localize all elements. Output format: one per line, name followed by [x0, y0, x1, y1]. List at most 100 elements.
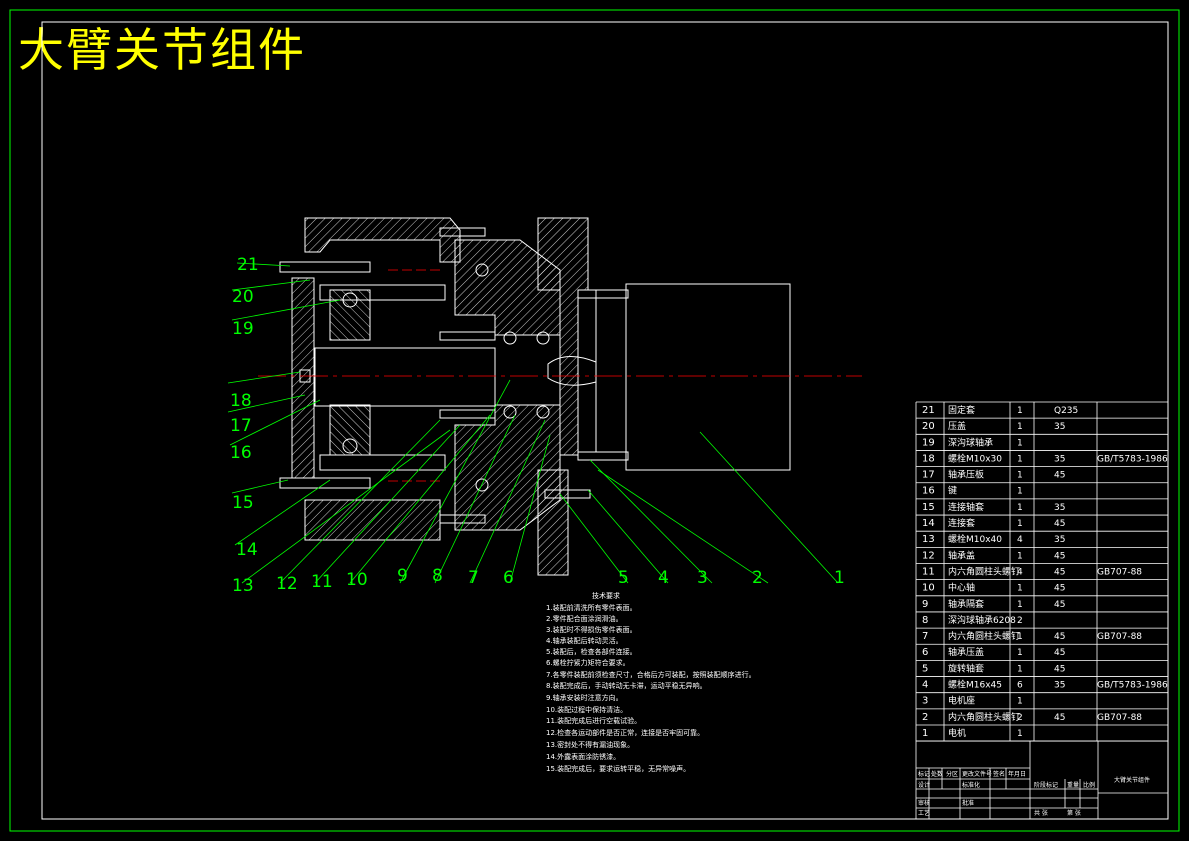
part-label: 15 — [232, 493, 254, 513]
bom-material: 45 — [1054, 567, 1065, 577]
bom-material: 45 — [1054, 519, 1065, 529]
bom-qty: 1 — [1017, 632, 1023, 642]
bom-name: 轴承盖 — [948, 549, 975, 561]
bom-material: 35 — [1054, 503, 1065, 513]
bom-qty: 2 — [1017, 713, 1023, 723]
note-item: 14.外露表面涂防锈漆。 — [546, 752, 620, 761]
bom-name: 中心轴 — [948, 582, 975, 594]
bom-qty: 1 — [1017, 503, 1023, 513]
bom-name: 轴承隔套 — [948, 598, 984, 610]
bom-qty: 1 — [1017, 438, 1023, 448]
bom-material: 35 — [1054, 422, 1065, 432]
bom-number: 13 — [922, 534, 935, 545]
bom-qty: 1 — [1017, 664, 1023, 674]
bom-qty: 1 — [1017, 584, 1023, 594]
bom-number: 12 — [922, 550, 935, 561]
part-label: 14 — [236, 540, 258, 560]
bom-qty: 1 — [1017, 697, 1023, 707]
part-label: 17 — [230, 416, 252, 436]
technical-notes: 技术要求 1.装配前清洗所有零件表面。 2.零件配合面涂润滑油。 3.装配时不得… — [546, 591, 756, 773]
note-item: 10.装配过程中保持清洁。 — [546, 705, 627, 714]
part-label: 20 — [232, 287, 254, 307]
part-label: 6 — [503, 568, 514, 588]
part-label: 16 — [230, 443, 252, 463]
part-label: 1 — [834, 568, 845, 588]
drawing-title: 大臂关节组件 — [18, 23, 306, 77]
bom-material: 45 — [1054, 648, 1065, 658]
note-item: 5.装配后，检查各部件连接。 — [546, 647, 637, 656]
title-block-name: 大臂关节组件 — [1114, 776, 1150, 784]
bom-material: 45 — [1054, 664, 1065, 674]
bom-name: 压盖 — [948, 420, 966, 432]
bom-number: 20 — [922, 421, 935, 432]
bom-standard: GB707-88 — [1097, 713, 1142, 723]
bom-qty: 1 — [1017, 406, 1023, 416]
bom-qty: 1 — [1017, 551, 1023, 561]
bom-name: 螺栓M10x40 — [948, 533, 1002, 545]
bom-number: 11 — [922, 566, 935, 577]
part-label: 2 — [752, 568, 763, 588]
part-label: 9 — [397, 566, 408, 586]
bom-number: 19 — [922, 437, 935, 448]
note-item: 1.装配前清洗所有零件表面。 — [546, 603, 637, 612]
bom-standard: GB707-88 — [1097, 567, 1142, 577]
note-item: 15.装配完成后，要求运转平稳，无异常噪声。 — [546, 764, 690, 773]
title-block-cell: 签名 — [993, 770, 1005, 778]
bom-number: 17 — [922, 470, 935, 481]
note-item: 2.零件配合面涂润滑油。 — [546, 614, 623, 623]
bom-name: 深沟球轴承6208 — [948, 614, 1016, 626]
bom-number: 7 — [922, 631, 928, 642]
bom-qty: 4 — [1017, 535, 1023, 545]
title-block-cell: 标记 — [918, 770, 930, 778]
assembly-section — [279, 217, 791, 576]
title-block-cell: 阶段标记 — [1034, 781, 1058, 789]
bom-qty: 1 — [1017, 519, 1023, 529]
bom-number: 1 — [922, 728, 928, 739]
title-block-cell: 第 张 — [1067, 809, 1081, 817]
note-item: 13.密封处不得有漏油现象。 — [546, 740, 634, 749]
note-item: 9.轴承安装时注意方向。 — [546, 693, 623, 702]
bom-number: 4 — [922, 680, 928, 691]
note-item: 4.轴承装配后转动灵活。 — [546, 636, 623, 645]
note-item: 11.装配完成后进行空载试验。 — [546, 716, 641, 725]
bom-number: 2 — [922, 712, 928, 723]
leader-lines — [227, 262, 839, 584]
title-block-cell: 设计 — [918, 781, 930, 789]
part-label: 21 — [237, 255, 259, 275]
title-block-cell: 比例 — [1083, 781, 1095, 789]
bom-number: 8 — [922, 615, 928, 626]
bom-material: 45 — [1054, 713, 1065, 723]
part-labels: 1 2 3 4 5 6 7 8 9 10 11 12 13 14 15 16 1… — [230, 255, 845, 596]
bom-number: 15 — [922, 502, 935, 513]
bom-qty: 6 — [1017, 681, 1023, 691]
part-label: 7 — [468, 568, 479, 588]
bom-material: 45 — [1054, 632, 1065, 642]
bom-name: 旋转轴套 — [948, 662, 984, 674]
title-block-cell: 工艺 — [918, 809, 930, 817]
bom-name: 固定套 — [948, 404, 975, 416]
part-label: 3 — [697, 568, 708, 588]
bom-name: 深沟球轴承 — [948, 436, 993, 448]
title-block-cell: 处数 — [931, 770, 943, 778]
bom-material: 35 — [1054, 681, 1065, 691]
bom-qty: 1 — [1017, 648, 1023, 658]
bom-number: 16 — [922, 486, 935, 497]
title-block — [915, 740, 1169, 820]
bom-number: 6 — [922, 647, 928, 658]
bom-qty: 4 — [1017, 567, 1023, 577]
title-block-cell: 年月日 — [1008, 770, 1026, 778]
bom-material: Q235 — [1054, 406, 1078, 416]
bom-name: 螺栓M16x45 — [948, 679, 1002, 691]
bom-qty: 1 — [1017, 454, 1023, 464]
bom-standard: GB707-88 — [1097, 632, 1142, 642]
title-block-cell: 标准化 — [962, 781, 980, 789]
bom-name: 轴承压板 — [948, 469, 984, 481]
title-block-cell: 批准 — [962, 799, 974, 807]
bom-name: 电机 — [948, 727, 966, 739]
part-label: 8 — [432, 566, 443, 586]
outer-frame — [9, 9, 1180, 832]
part-label: 19 — [232, 319, 254, 339]
bom-standard: GB/T5783-1986 — [1097, 681, 1168, 691]
note-item: 6.螺栓拧紧力矩符合要求。 — [546, 658, 630, 667]
